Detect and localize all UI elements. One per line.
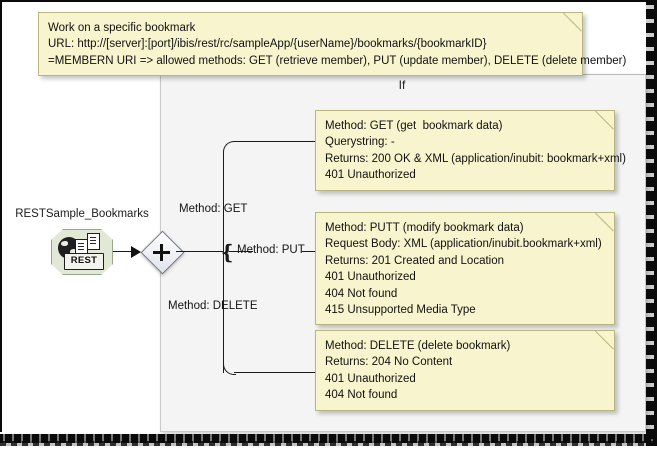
start-node-rest-service[interactable]: REST — [51, 229, 113, 275]
page-border-right — [646, 0, 657, 446]
note-put-line-6: 415 Unsupported Media Type — [325, 304, 476, 317]
branch-trunk-upper — [223, 152, 225, 251]
document-icon-front — [87, 233, 100, 250]
note-get-line-4: 401 Unauthorized — [325, 169, 416, 182]
note-put-line-4: 401 Unauthorized — [325, 271, 416, 284]
note-delete-line-1: Method: DELETE (delete bookmark) — [325, 340, 511, 352]
page-border-bottom — [0, 434, 657, 443]
connector-to-note-delete — [234, 372, 316, 374]
page-border-top — [0, 0, 657, 2]
documents-icon — [75, 233, 101, 255]
note-delete-line-4: 404 Not found — [325, 389, 398, 402]
connector-to-note-get — [234, 141, 316, 143]
branch-label-get: Method: GET — [179, 203, 248, 215]
note-overview: Work on a specific bookmark URL: http://… — [38, 12, 627, 77]
connector-to-note-put — [302, 251, 316, 253]
plus-icon — [147, 237, 176, 266]
note-get-line-1: Method: GET (get bookmark data) — [325, 120, 503, 132]
if-container-label: If — [398, 78, 406, 92]
page-border-bottom-rough — [0, 441, 657, 446]
note-overview-line-2: URL: http://[server]:[port]/ibis/rest/rc… — [48, 38, 487, 51]
branch-trunk-lower — [223, 251, 225, 373]
note-put-line-3: Returns: 201 Created and Location — [325, 254, 505, 267]
note-get-line-2: Querystring: - — [325, 136, 395, 149]
start-node-label: RESTSample_Bookmarks — [15, 208, 149, 220]
note-overview-line-3: =MEMBERN URI => allowed methods: GET (re… — [48, 54, 627, 67]
note-get-method: Method: GET (get bookmark data) Querystr… — [315, 110, 626, 191]
connector-module-to-gateway — [113, 251, 139, 253]
note-put-line-1: Method: PUTT (modify bookmark data) — [325, 222, 524, 234]
note-put-line-2: Request Body: XML (application/inubit.bo… — [325, 238, 602, 251]
page-border-left — [0, 0, 2, 432]
note-delete-line-2: Returns: 204 No Content — [325, 356, 453, 369]
note-put-method: Method: PUTT (modify bookmark data) Requ… — [315, 212, 615, 326]
branch-curve-get — [223, 141, 236, 154]
arrowhead-icon — [131, 245, 141, 258]
note-delete-method: Method: DELETE (delete bookmark) Returns… — [315, 330, 615, 411]
note-overview-line-1: Work on a specific bookmark — [48, 22, 196, 34]
connector-put-left — [229, 251, 253, 253]
connector-gateway-to-split — [176, 251, 223, 253]
split-marker-icon: ❴ — [219, 242, 236, 264]
note-delete-line-3: 401 Unauthorized — [325, 372, 416, 385]
note-get-line-3: Returns: 200 OK & XML (application/inubi… — [325, 152, 626, 165]
branch-label-put: Method: PUT — [237, 244, 305, 256]
note-put-line-5: 404 Not found — [325, 287, 398, 300]
branch-label-delete: Method: DELETE — [168, 300, 258, 312]
rest-badge: REST — [64, 253, 104, 270]
